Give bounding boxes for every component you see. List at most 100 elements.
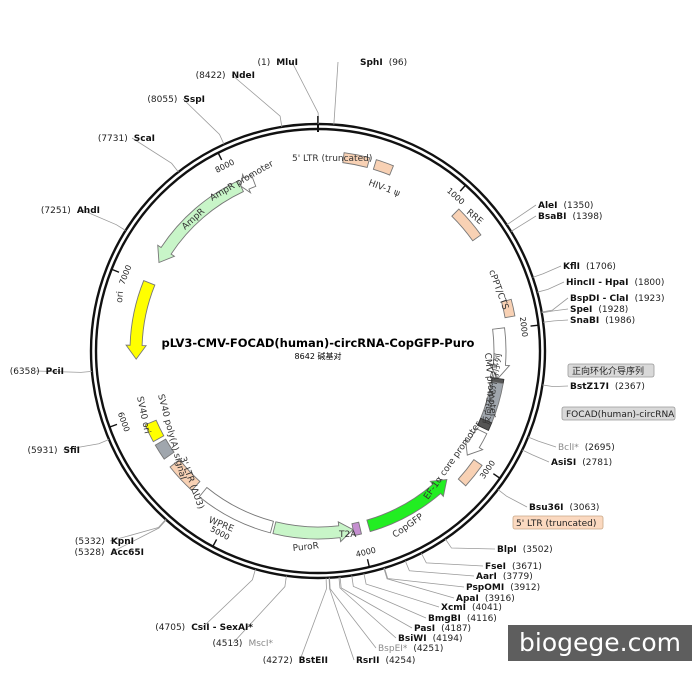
site-bsteii: (4272)BstEII bbox=[263, 656, 328, 666]
label-ori: ori bbox=[115, 291, 126, 304]
feature-ampr-promoter bbox=[240, 172, 257, 195]
site-sphi: SphI(96) bbox=[360, 58, 407, 68]
site-leader-line bbox=[339, 576, 413, 629]
tick-1000 bbox=[459, 184, 467, 192]
site-leader-line bbox=[541, 308, 569, 314]
site-mlui: (1)MluI bbox=[257, 58, 298, 68]
tick-2000 bbox=[530, 324, 539, 327]
feature-sv40-ori bbox=[144, 419, 165, 443]
label-t2a: T2A bbox=[338, 530, 357, 540]
tick-label-7000: 7000 bbox=[118, 264, 134, 286]
site-alei: AleI(1350) bbox=[538, 201, 593, 211]
site-leader-line bbox=[444, 538, 496, 550]
watermark: biogege.com bbox=[508, 625, 692, 661]
tick-label-3000: 3000 bbox=[478, 459, 497, 481]
site-leader-line bbox=[527, 436, 557, 448]
site-bsu36i: Bsu36I(3063) bbox=[529, 503, 599, 513]
site-fsei: FseI(3671) bbox=[485, 562, 542, 572]
boxed-label-forward-seq: 正向环化介导序列 bbox=[567, 363, 655, 378]
site-rsrii: RsrII(4254) bbox=[356, 656, 415, 666]
label-hiv-psi: HIV-1 ψ bbox=[367, 178, 401, 199]
site-apai: ApaI(3916) bbox=[456, 594, 515, 604]
site-leader-line bbox=[537, 281, 565, 293]
feature-rre bbox=[451, 208, 482, 242]
site-leader-line bbox=[351, 575, 427, 619]
plasmid-title: pLV3-CMV-FOCAD(human)-circRNA-CopGFP-Pur… bbox=[162, 336, 475, 350]
plasmid-backbone-inner bbox=[94, 127, 542, 575]
site-xcmi: XcmI(4041) bbox=[441, 603, 502, 613]
site-bcli: BclI*(2695) bbox=[558, 443, 615, 453]
boxed-label-5ltr: 5' LTR (truncated) bbox=[512, 515, 604, 530]
site-leader-line bbox=[497, 489, 528, 508]
site-bstz17i: BstZ17I(2367) bbox=[570, 382, 645, 392]
site-leader-line bbox=[383, 568, 455, 599]
feature-5-ltr-truncated-2 bbox=[457, 459, 483, 487]
site-leader-line bbox=[232, 575, 287, 644]
boxed-label-focad: FOCAD(human)-circRNA bbox=[561, 406, 676, 421]
site-leader-line bbox=[420, 552, 484, 567]
site-leader-line bbox=[522, 449, 550, 463]
site-snabi: SnaBI(1986) bbox=[570, 316, 635, 326]
site-bmgbi: BmgBI(4116) bbox=[428, 614, 497, 624]
site-leader-line bbox=[299, 577, 327, 661]
site-leader-line bbox=[35, 370, 92, 373]
label-cppt: cPPT/CTS bbox=[486, 269, 510, 312]
tick-3000 bbox=[492, 473, 501, 479]
feature-ampr bbox=[157, 180, 245, 264]
site-bsabi: BsaBI(1398) bbox=[538, 212, 602, 222]
site-leader-line bbox=[202, 569, 256, 628]
site-leader-line bbox=[510, 215, 537, 232]
site-leader-line bbox=[111, 519, 167, 553]
site-kfli: KflI(1706) bbox=[563, 262, 616, 272]
feature-cmv-promoter bbox=[488, 327, 511, 380]
site-acc65i: (5328)Acc65I bbox=[75, 548, 144, 558]
site-leader-line bbox=[404, 560, 475, 577]
feature-ori bbox=[125, 279, 156, 360]
site-spei: SpeI(1928) bbox=[570, 305, 628, 315]
site-leader-lines bbox=[35, 61, 569, 661]
plasmid-backbone-outer bbox=[89, 122, 547, 580]
site-labels: (1)MluI SphI(96) AleI(1350) BsaBI(1398) … bbox=[10, 58, 665, 666]
site-leader-line bbox=[328, 577, 355, 661]
feature-cppt-cts bbox=[500, 298, 516, 319]
label-sv40ori: SV40 ori bbox=[134, 396, 152, 435]
site-leader-line bbox=[542, 384, 569, 387]
site-ndei: (8422)NdeI bbox=[196, 71, 255, 81]
site-leader-line bbox=[231, 74, 283, 127]
site-sspi: (8055)SspI bbox=[147, 95, 205, 105]
site-leader-line bbox=[109, 519, 167, 542]
site-leader-line bbox=[182, 98, 225, 145]
feature-wpre bbox=[198, 486, 274, 534]
svg-text:5' LTR (truncated): 5' LTR (truncated) bbox=[516, 519, 596, 529]
feature-puror bbox=[272, 521, 354, 543]
site-leader-line bbox=[384, 567, 465, 588]
feature-5-ltr-truncated bbox=[342, 152, 371, 169]
svg-text:FOCAD(human)-circRNA: FOCAD(human)-circRNA bbox=[566, 410, 675, 420]
site-leader-line bbox=[338, 576, 397, 639]
tick-label-2000: 2000 bbox=[518, 316, 529, 337]
feature-copgfp bbox=[366, 479, 448, 533]
site-sfii: (5931)SfiI bbox=[28, 446, 80, 456]
site-leader-line bbox=[541, 297, 569, 313]
feature-reverse-circ-sequence bbox=[476, 417, 493, 431]
site-csii-sexai: (4705)CsiI - SexAI* bbox=[155, 623, 253, 633]
tick-label-6000: 6000 bbox=[116, 411, 131, 433]
site-leader-line bbox=[506, 204, 537, 226]
svg-text:正向环化介导序列: 正向环化介导序列 bbox=[572, 365, 644, 377]
site-hincii-hpai: HincII - HpaI(1800) bbox=[566, 278, 664, 288]
label-5ltr-top: 5' LTR (truncated) bbox=[292, 154, 372, 164]
site-leader-line bbox=[532, 265, 562, 278]
site-pasi: PasI(4187) bbox=[414, 624, 471, 634]
site-leader-line bbox=[333, 61, 339, 125]
tick-5000 bbox=[212, 539, 218, 547]
site-kpni: (5332)KpnI bbox=[75, 537, 134, 547]
site-blpi: BlpI(3502) bbox=[497, 545, 553, 555]
site-bspdi-clai: BspDI - ClaI(1923) bbox=[570, 294, 665, 304]
site-leader-line bbox=[291, 61, 319, 125]
site-aari: AarI(3779) bbox=[476, 572, 533, 582]
site-leader-line bbox=[131, 137, 179, 173]
site-ahdi: (7251)AhdI bbox=[41, 206, 100, 216]
feature-t2a bbox=[351, 521, 363, 536]
site-msci: (4513)MscI* bbox=[213, 639, 274, 649]
